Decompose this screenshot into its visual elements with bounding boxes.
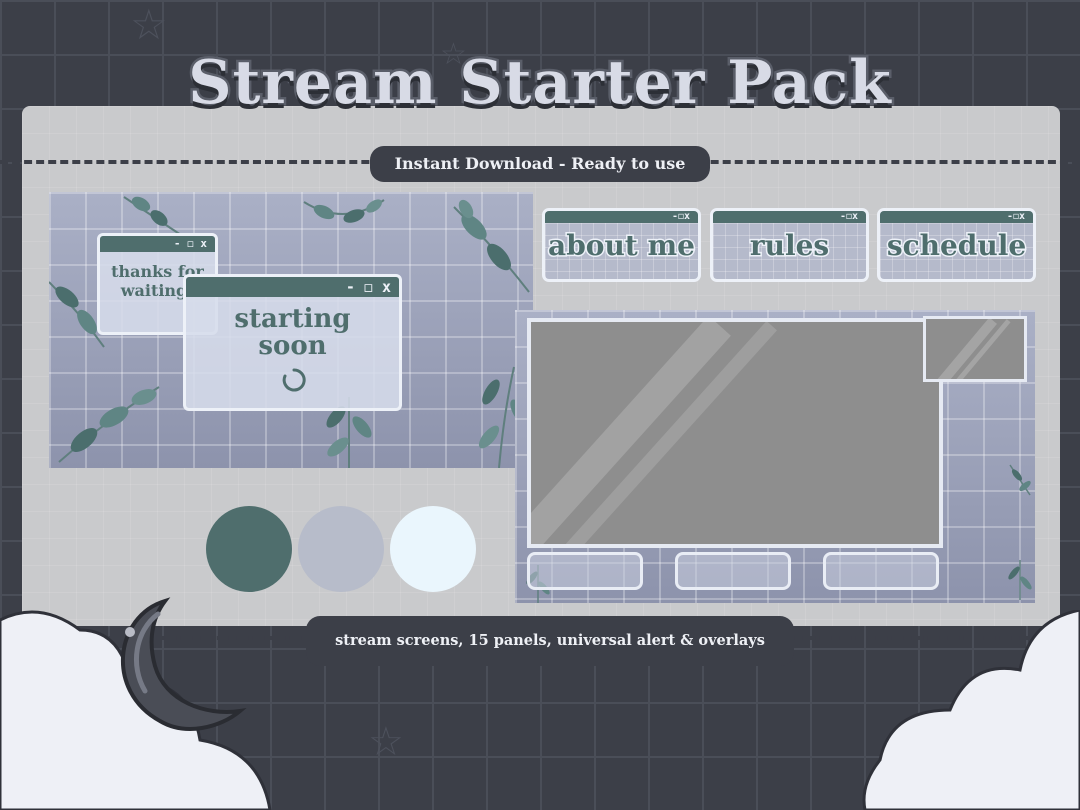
page-title: Stream Starter Pack — [186, 46, 894, 121]
panel-controls: -◻x — [545, 211, 698, 223]
star-icon: ☆ — [130, 0, 168, 49]
overlay-slot — [527, 552, 643, 590]
overlay-slot — [675, 552, 791, 590]
star-icon: ☆ — [440, 37, 467, 72]
loading-icon — [282, 368, 306, 392]
contents-badge: stream screens, 15 panels, universal ale… — [306, 616, 794, 666]
panel-about-me: -◻x about me — [542, 208, 701, 282]
thanks-for-waiting-text: thanks for waiting! — [111, 262, 204, 300]
leaf-icon — [58, 386, 160, 463]
game-capture-area — [527, 318, 943, 548]
panel-schedule: -◻x schedule — [877, 208, 1036, 282]
panel-controls: -◻x — [713, 211, 866, 223]
palette-swatch-teal — [206, 506, 292, 592]
window-controls: - ◻ x — [100, 236, 215, 252]
panel-rules: -◻x rules — [710, 208, 869, 282]
leaf-icon — [49, 281, 105, 348]
starting-soon-screen: - ◻ x thanks for waiting! - ◻ x starting… — [49, 192, 533, 468]
gameplay-overlay — [515, 310, 1035, 603]
window-controls: - ◻ x — [186, 277, 399, 297]
webcam-area — [923, 316, 1027, 382]
leaf-icon — [453, 199, 530, 293]
panel-label: about me — [547, 228, 697, 264]
leaf-icon — [326, 397, 372, 468]
panel-label: rules — [748, 228, 830, 264]
leaf-icon — [1008, 560, 1032, 600]
panel-controls: -◻x — [880, 211, 1033, 223]
leaf-icon — [303, 199, 385, 223]
overlay-slot — [823, 552, 939, 590]
soon-text: soon — [258, 331, 327, 361]
panel-label: schedule — [885, 228, 1027, 264]
leaf-icon — [1009, 464, 1031, 496]
palette-swatch-grey — [298, 506, 384, 592]
moon-icon — [121, 597, 247, 731]
starting-soon-window: - ◻ x starting soon — [183, 274, 402, 411]
cloud-icon — [862, 610, 1080, 810]
starting-text: starting — [234, 304, 351, 334]
palette-swatch-white — [390, 506, 476, 592]
instant-download-badge: Instant Download - Ready to use — [370, 146, 710, 182]
star-icon: ☆ — [368, 719, 404, 765]
leaf-icon — [478, 366, 528, 468]
